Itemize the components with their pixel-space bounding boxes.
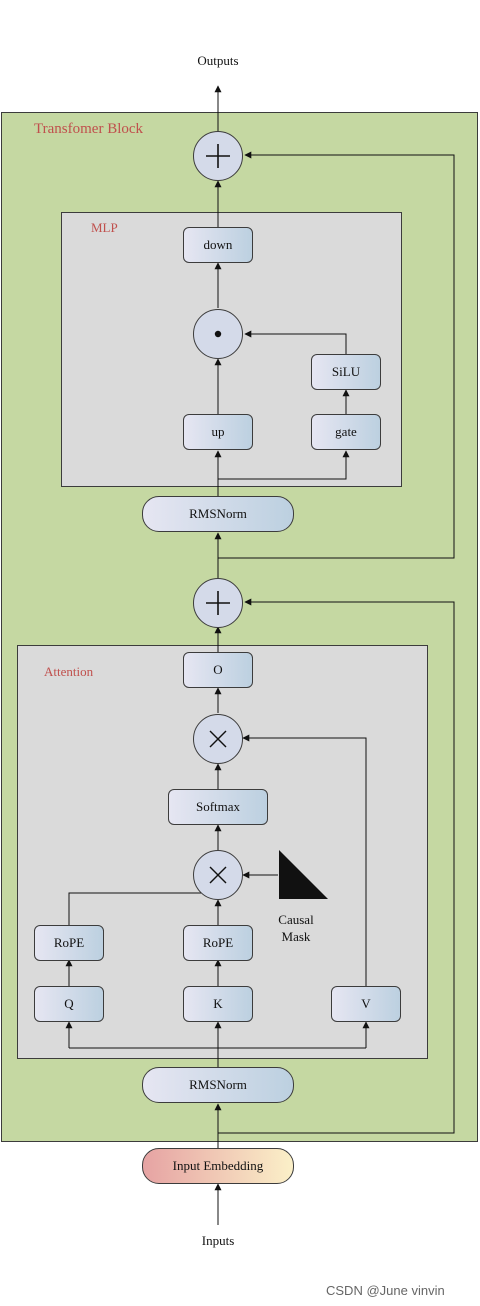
outputs-label: Outputs (197, 53, 239, 68)
residual-add-bottom (193, 578, 243, 628)
watermark: CSDN @June vinvin (326, 1283, 445, 1298)
circled-plus-icon (206, 591, 230, 615)
rope-query: RoPE (34, 925, 104, 961)
elementwise-multiply (193, 309, 243, 359)
input-embedding: Input Embedding (142, 1148, 294, 1184)
gate-projection: gate (311, 414, 381, 450)
up-projection: up (183, 414, 253, 450)
circled-times-icon (209, 730, 227, 748)
causal-mask-label: Causal Mask (278, 912, 314, 944)
attention-value-matmul (193, 714, 243, 764)
rope-key: RoPE (183, 925, 253, 961)
mlp-title: MLP (91, 220, 118, 235)
transformer-block-title: Transfomer Block (34, 121, 144, 137)
rmsnorm-top: RMSNorm (142, 496, 294, 532)
query-projection: Q (34, 986, 104, 1022)
down-projection: down (183, 227, 253, 263)
rmsnorm-bottom: RMSNorm (142, 1067, 294, 1103)
residual-add-top (193, 131, 243, 181)
value-projection: V (331, 986, 401, 1022)
softmax: Softmax (168, 789, 268, 825)
silu-activation: SiLU (311, 354, 381, 390)
triangle-icon (279, 850, 328, 899)
key-projection: K (183, 986, 253, 1022)
circled-dot-icon (214, 330, 222, 338)
attention-score-matmul (193, 850, 243, 900)
inputs-label: Inputs (201, 1233, 235, 1248)
attention-title: Attention (44, 664, 94, 679)
circled-times-icon (209, 866, 227, 884)
output-projection: O (183, 652, 253, 688)
circled-plus-icon (206, 144, 230, 168)
